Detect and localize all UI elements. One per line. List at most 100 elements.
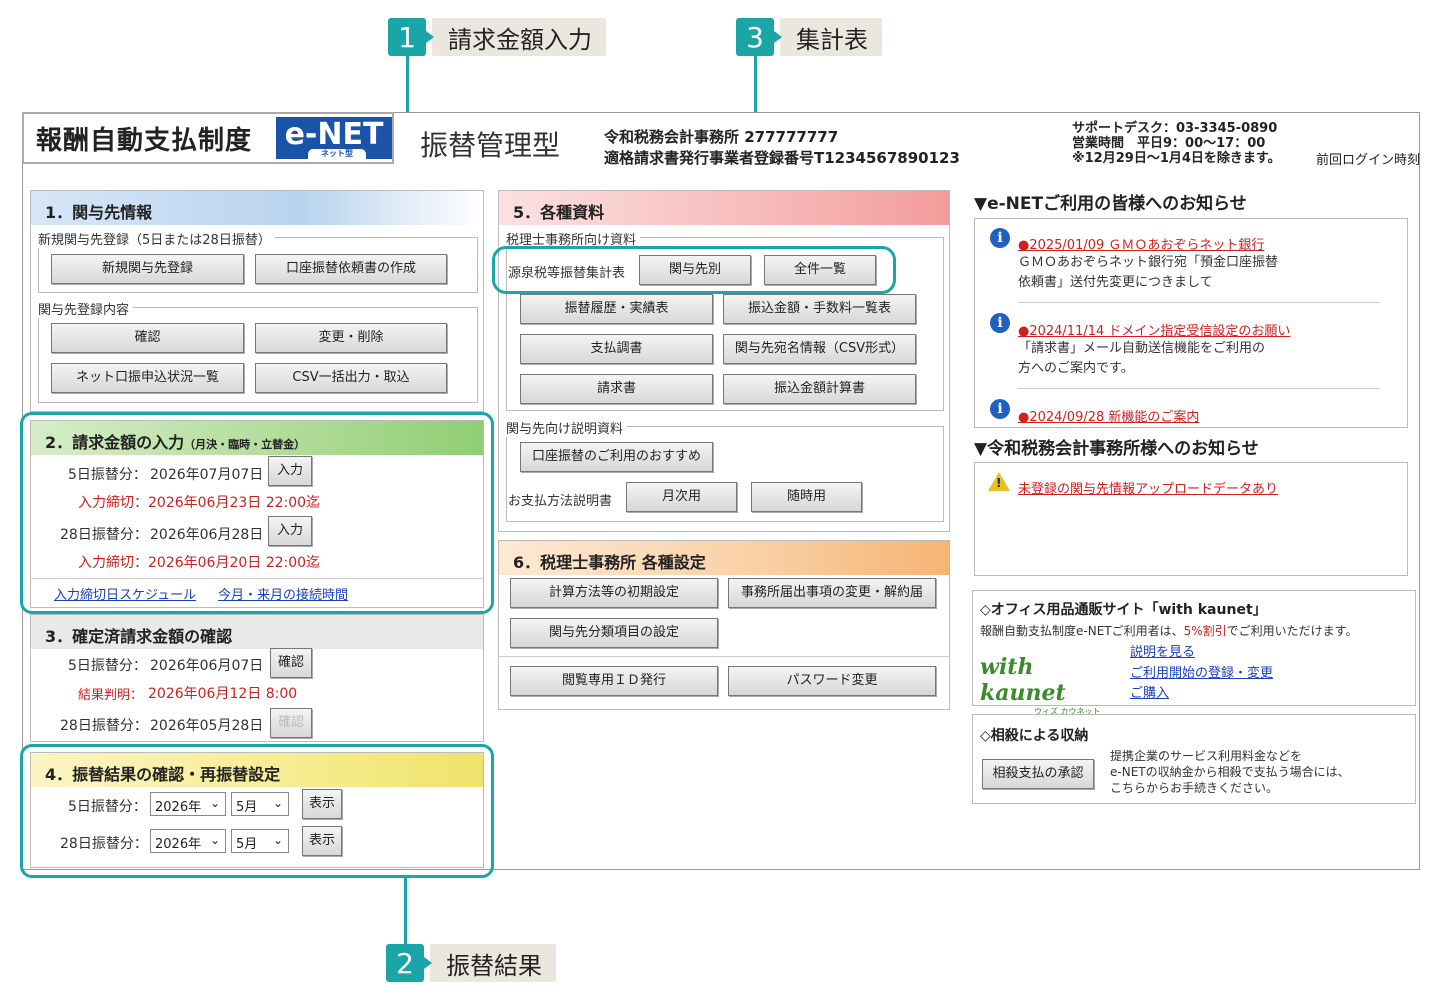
logo-text: 報酬自動支払制度 bbox=[36, 126, 253, 156]
divider bbox=[1018, 302, 1380, 303]
kaunet-about-link[interactable]: 説明を見る bbox=[1130, 645, 1196, 660]
section-title-sub: （月決・臨時・立替金） bbox=[184, 438, 306, 451]
deadline-5th: 入力締切：2026年06月23日 22:00迄 bbox=[78, 495, 321, 511]
year-select-28th[interactable]: 2026年⌄ bbox=[150, 829, 226, 853]
confirm-client-button[interactable]: 確認 bbox=[51, 323, 244, 353]
group-label: 税理士事務所向け資料 bbox=[506, 229, 641, 248]
news-line: 「請求書」メール自動送信機能をご利用の bbox=[1018, 341, 1266, 356]
chevron-down-icon: ⌄ bbox=[272, 796, 283, 810]
payment-guide-label: お支払方法説明書 bbox=[508, 494, 613, 509]
office-name: 令和税務会計事務所 277777777 bbox=[604, 128, 839, 146]
show-28th-button[interactable]: 表示 bbox=[302, 826, 342, 856]
year-select-5th[interactable]: 2026年 ⌄ bbox=[150, 792, 226, 816]
kaunet-desc-post: でご利用いただけます。 bbox=[1226, 624, 1358, 638]
callout-label: 集計表 bbox=[774, 18, 882, 56]
office-news-title: ▼令和税務会計事務所様へのお知らせ bbox=[974, 439, 1259, 459]
transfer-28th-date: 2026年06月28日 bbox=[150, 527, 264, 543]
amount-fee-list-button[interactable]: 振込金額・手数料一覧表 bbox=[723, 294, 916, 324]
offset-desc-1: 提携企業のサービス利用料金などを bbox=[1110, 749, 1303, 763]
client-documents-group: 関与先向け説明資料 bbox=[506, 418, 944, 522]
kaunet-panel bbox=[972, 590, 1416, 706]
transfer-28th-label: 28日振替分： bbox=[60, 527, 148, 543]
logo-enet-text: e-NET bbox=[284, 117, 384, 152]
show-5th-button[interactable]: 表示 bbox=[302, 789, 342, 819]
support-phone: サポートデスク：03-3345-0890 bbox=[1072, 121, 1278, 136]
viewer-id-button[interactable]: 閲覧専用ＩＤ発行 bbox=[510, 666, 718, 696]
client-category-button[interactable]: 関与先分類項目の設定 bbox=[510, 618, 718, 648]
enet-news-title: ▼e-NETご利用の皆様へのお知らせ bbox=[974, 194, 1247, 214]
transfer-form-button[interactable]: 口座振替依頼書の作成 bbox=[255, 254, 447, 284]
page-title: 振替管理型 bbox=[420, 129, 561, 162]
section-billing-input: 2．請求金額の入力（月決・臨時・立替金） bbox=[30, 420, 484, 608]
divider bbox=[498, 656, 950, 657]
input-28th-button[interactable]: 入力 bbox=[268, 516, 312, 546]
news-line: ＧＭＯあおぞらネット銀行宛「預金口座振替 bbox=[1018, 255, 1279, 270]
logo-enet: e-NET ネット型 bbox=[276, 117, 392, 159]
section-title-text: 2．請求金額の入力 bbox=[45, 433, 185, 452]
office-news-link[interactable]: 未登録の関与先情報アップロードデータあり bbox=[1018, 482, 1279, 497]
input-5th-button[interactable]: 入力 bbox=[268, 456, 312, 486]
office-news-list bbox=[974, 462, 1408, 576]
section-title: 2．請求金額の入力（月決・臨時・立替金） bbox=[31, 421, 483, 455]
client-address-csv-button[interactable]: 関与先宛名情報（CSV形式） bbox=[723, 334, 916, 364]
callout-3: 3 集計表 bbox=[736, 18, 882, 56]
initial-settings-button[interactable]: 計算方法等の初期設定 bbox=[510, 578, 718, 608]
chevron-down-icon: ⌄ bbox=[272, 833, 283, 847]
callout-label: 振替結果 bbox=[424, 944, 556, 982]
kaunet-desc: 報酬自動支払制度e-NETご利用者は、5%割引でご利用いただけます。 bbox=[980, 622, 1357, 639]
month-value: 5月 bbox=[236, 837, 258, 852]
anytime-guide-button[interactable]: 随時用 bbox=[751, 482, 862, 512]
transfer-5th-date: 2026年07月07日 bbox=[150, 467, 264, 483]
highlight-transfer-results bbox=[20, 744, 494, 878]
application-status-button[interactable]: ネット口振申込状況一覧 bbox=[51, 363, 244, 393]
chevron-down-icon: ⌄ bbox=[209, 833, 220, 847]
office-documents-group: 税理士事務所向け資料 bbox=[506, 229, 944, 411]
chevron-down-icon: ⌄ bbox=[209, 796, 220, 810]
invoice-button[interactable]: 請求書 bbox=[520, 374, 713, 404]
client-registration-group: 関与先登録内容 bbox=[38, 299, 478, 403]
kaunet-discount: 5%割引 bbox=[1183, 624, 1227, 638]
transfer-28th-label: 28日振替分： bbox=[60, 718, 148, 734]
transfer-5th-date: 2026年06月07日 bbox=[150, 658, 264, 674]
highlight-billing-input bbox=[20, 412, 494, 614]
new-client-group: 新規関与先登録（5日または28日振替） bbox=[38, 229, 478, 293]
csv-import-export-button[interactable]: CSV一括出力・取込 bbox=[255, 363, 447, 393]
confirm-5th-button[interactable]: 確認 bbox=[270, 648, 312, 678]
divider bbox=[1018, 388, 1380, 389]
group-label: 関与先登録内容 bbox=[38, 299, 134, 318]
deadline-schedule-link[interactable]: 入力締切日スケジュール bbox=[54, 588, 197, 603]
year-value: 2026年 bbox=[155, 800, 202, 815]
month-select-28th[interactable]: 5月 ⌄ bbox=[231, 829, 289, 853]
all-list-button[interactable]: 全件一覧 bbox=[764, 255, 876, 285]
kaunet-register-link[interactable]: ご利用開始の登録・変更 bbox=[1130, 666, 1274, 681]
recommend-transfer-button[interactable]: 口座振替のご利用のおすすめ bbox=[520, 442, 713, 472]
edit-delete-button[interactable]: 変更・削除 bbox=[255, 323, 447, 353]
month-select-5th[interactable]: 5月⌄ bbox=[231, 792, 289, 816]
callout-1: 1 請求金額入力 bbox=[388, 18, 606, 56]
callout-number: 3 bbox=[736, 18, 774, 56]
transfer-5th-label: 5日振替分： bbox=[68, 799, 147, 815]
connection-time-link[interactable]: 今月・来月の接続時間 bbox=[218, 588, 349, 603]
monthly-guide-button[interactable]: 月次用 bbox=[626, 482, 737, 512]
news-link[interactable]: ●2024/09/28 新機能のご案内 bbox=[1018, 410, 1200, 425]
by-client-button[interactable]: 関与先別 bbox=[639, 255, 751, 285]
transfer-history-button[interactable]: 振替履歴・実績表 bbox=[520, 294, 713, 324]
news-link[interactable]: ●2025/01/09 ＧＭＯあおぞらネット銀行 bbox=[1018, 238, 1265, 253]
payment-statement-button[interactable]: 支払調書 bbox=[520, 334, 713, 364]
kaunet-purchase-link[interactable]: ご購入 bbox=[1130, 686, 1170, 701]
office-change-button[interactable]: 事務所届出事項の変更・解約届 bbox=[728, 578, 936, 608]
news-link[interactable]: ●2024/11/14 ドメイン指定受信設定のお願い bbox=[1018, 324, 1291, 339]
new-client-button[interactable]: 新規関与先登録 bbox=[51, 254, 244, 284]
info-icon: i bbox=[990, 313, 1010, 333]
transfer-28th-label: 28日振替分： bbox=[60, 836, 148, 852]
password-change-button[interactable]: パスワード変更 bbox=[728, 666, 936, 696]
brand-logo: 報酬自動支払制度 e-NET ネット型 bbox=[22, 112, 394, 164]
offset-approval-button[interactable]: 相殺支払の承認 bbox=[982, 759, 1094, 789]
office-info: 令和税務会計事務所 277777777 適格請求書発行事業者登録番号T12345… bbox=[604, 127, 960, 169]
confirm-28th-button[interactable]: 確認 bbox=[270, 708, 312, 738]
transfer-calc-button[interactable]: 振込金額計算書 bbox=[723, 374, 916, 404]
support-note: ※12月29日～1月4日を除きます。 bbox=[1072, 151, 1281, 166]
group-label: 新規関与先登録（5日または28日振替） bbox=[38, 229, 275, 248]
support-hours: 営業時間 平日9：00～17：00 bbox=[1072, 136, 1266, 151]
divider bbox=[30, 578, 484, 579]
